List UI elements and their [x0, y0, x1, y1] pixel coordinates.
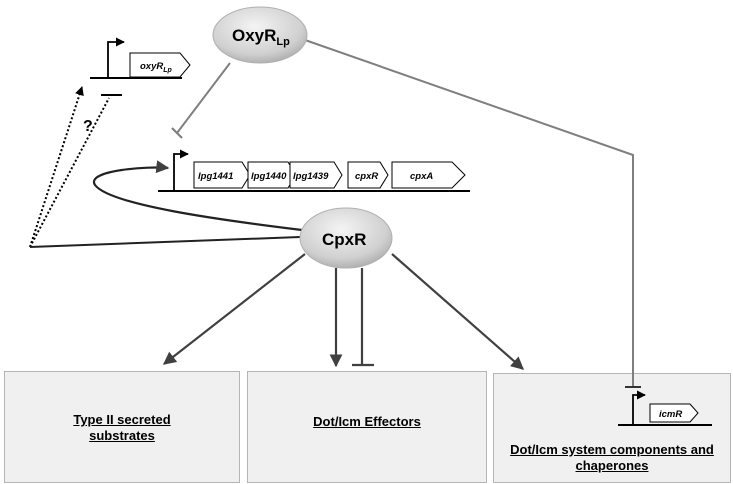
box-dot-icm-system: Dot/Icm system components and chaperones [493, 373, 731, 483]
cpxr-node-label: CpxR [322, 230, 366, 249]
box-type2-label-line1: Type II secreted [73, 412, 171, 427]
cpxr-to-type2-arrow [162, 253, 306, 365]
oxyr-repression-icmr-line [304, 39, 634, 387]
operon-gene-label-2: lpg1440 [251, 171, 287, 182]
operon-gene-label-1: lpg1441 [198, 171, 233, 182]
oxyr-node: OxyRLp [212, 6, 308, 64]
oxyr-gene-promoter-arrow [107, 37, 125, 78]
operon-gene-label-5: cpxA [410, 171, 433, 182]
box-type2-label-line2: substrates [89, 428, 155, 443]
icmr-promoter-arrow [632, 390, 646, 425]
oxyr-gene-box [129, 52, 191, 78]
box-effectors-label: Dot/Icm Effectors [313, 414, 421, 429]
icmr-gene-label: icmR [659, 409, 682, 420]
oxyr-repression-operon-bar [171, 127, 183, 139]
box-type2-secreted-substrates: Type II secreted substrates [4, 371, 240, 483]
oxyr-node-label: OxyRLp [232, 26, 290, 48]
icmr-gene-box [649, 403, 699, 423]
box-system-label-line2: chaperones [575, 458, 649, 473]
cpxr-left-line [29, 236, 301, 248]
unknown-mark: ? [83, 118, 93, 135]
cpxr-node: CpxR [299, 207, 393, 269]
operon-gene-box-3 [289, 161, 343, 189]
operon-gene-label-4: cpxR [355, 171, 378, 182]
operon-gene-label-3: lpg1439 [293, 171, 329, 182]
cpxr-autoregulation-arc [92, 160, 303, 232]
box-system-label-line1: Dot/Icm system components and [510, 442, 714, 457]
operon-promoter-arrow [173, 149, 189, 191]
oxyr-gene-label: oxyRLp [140, 61, 173, 74]
uncertain-activation-line [29, 86, 84, 248]
uncertain-repression-line [29, 97, 110, 248]
box-dot-icm-effectors: Dot/Icm Effectors [247, 371, 487, 483]
oxyr-repression-operon-line [176, 62, 231, 134]
operon-gene-box-1 [193, 161, 251, 189]
operon-gene-box-4 [347, 161, 389, 189]
operon-gene-box-5 [391, 161, 466, 189]
cpxr-to-system-arrow [391, 253, 524, 370]
